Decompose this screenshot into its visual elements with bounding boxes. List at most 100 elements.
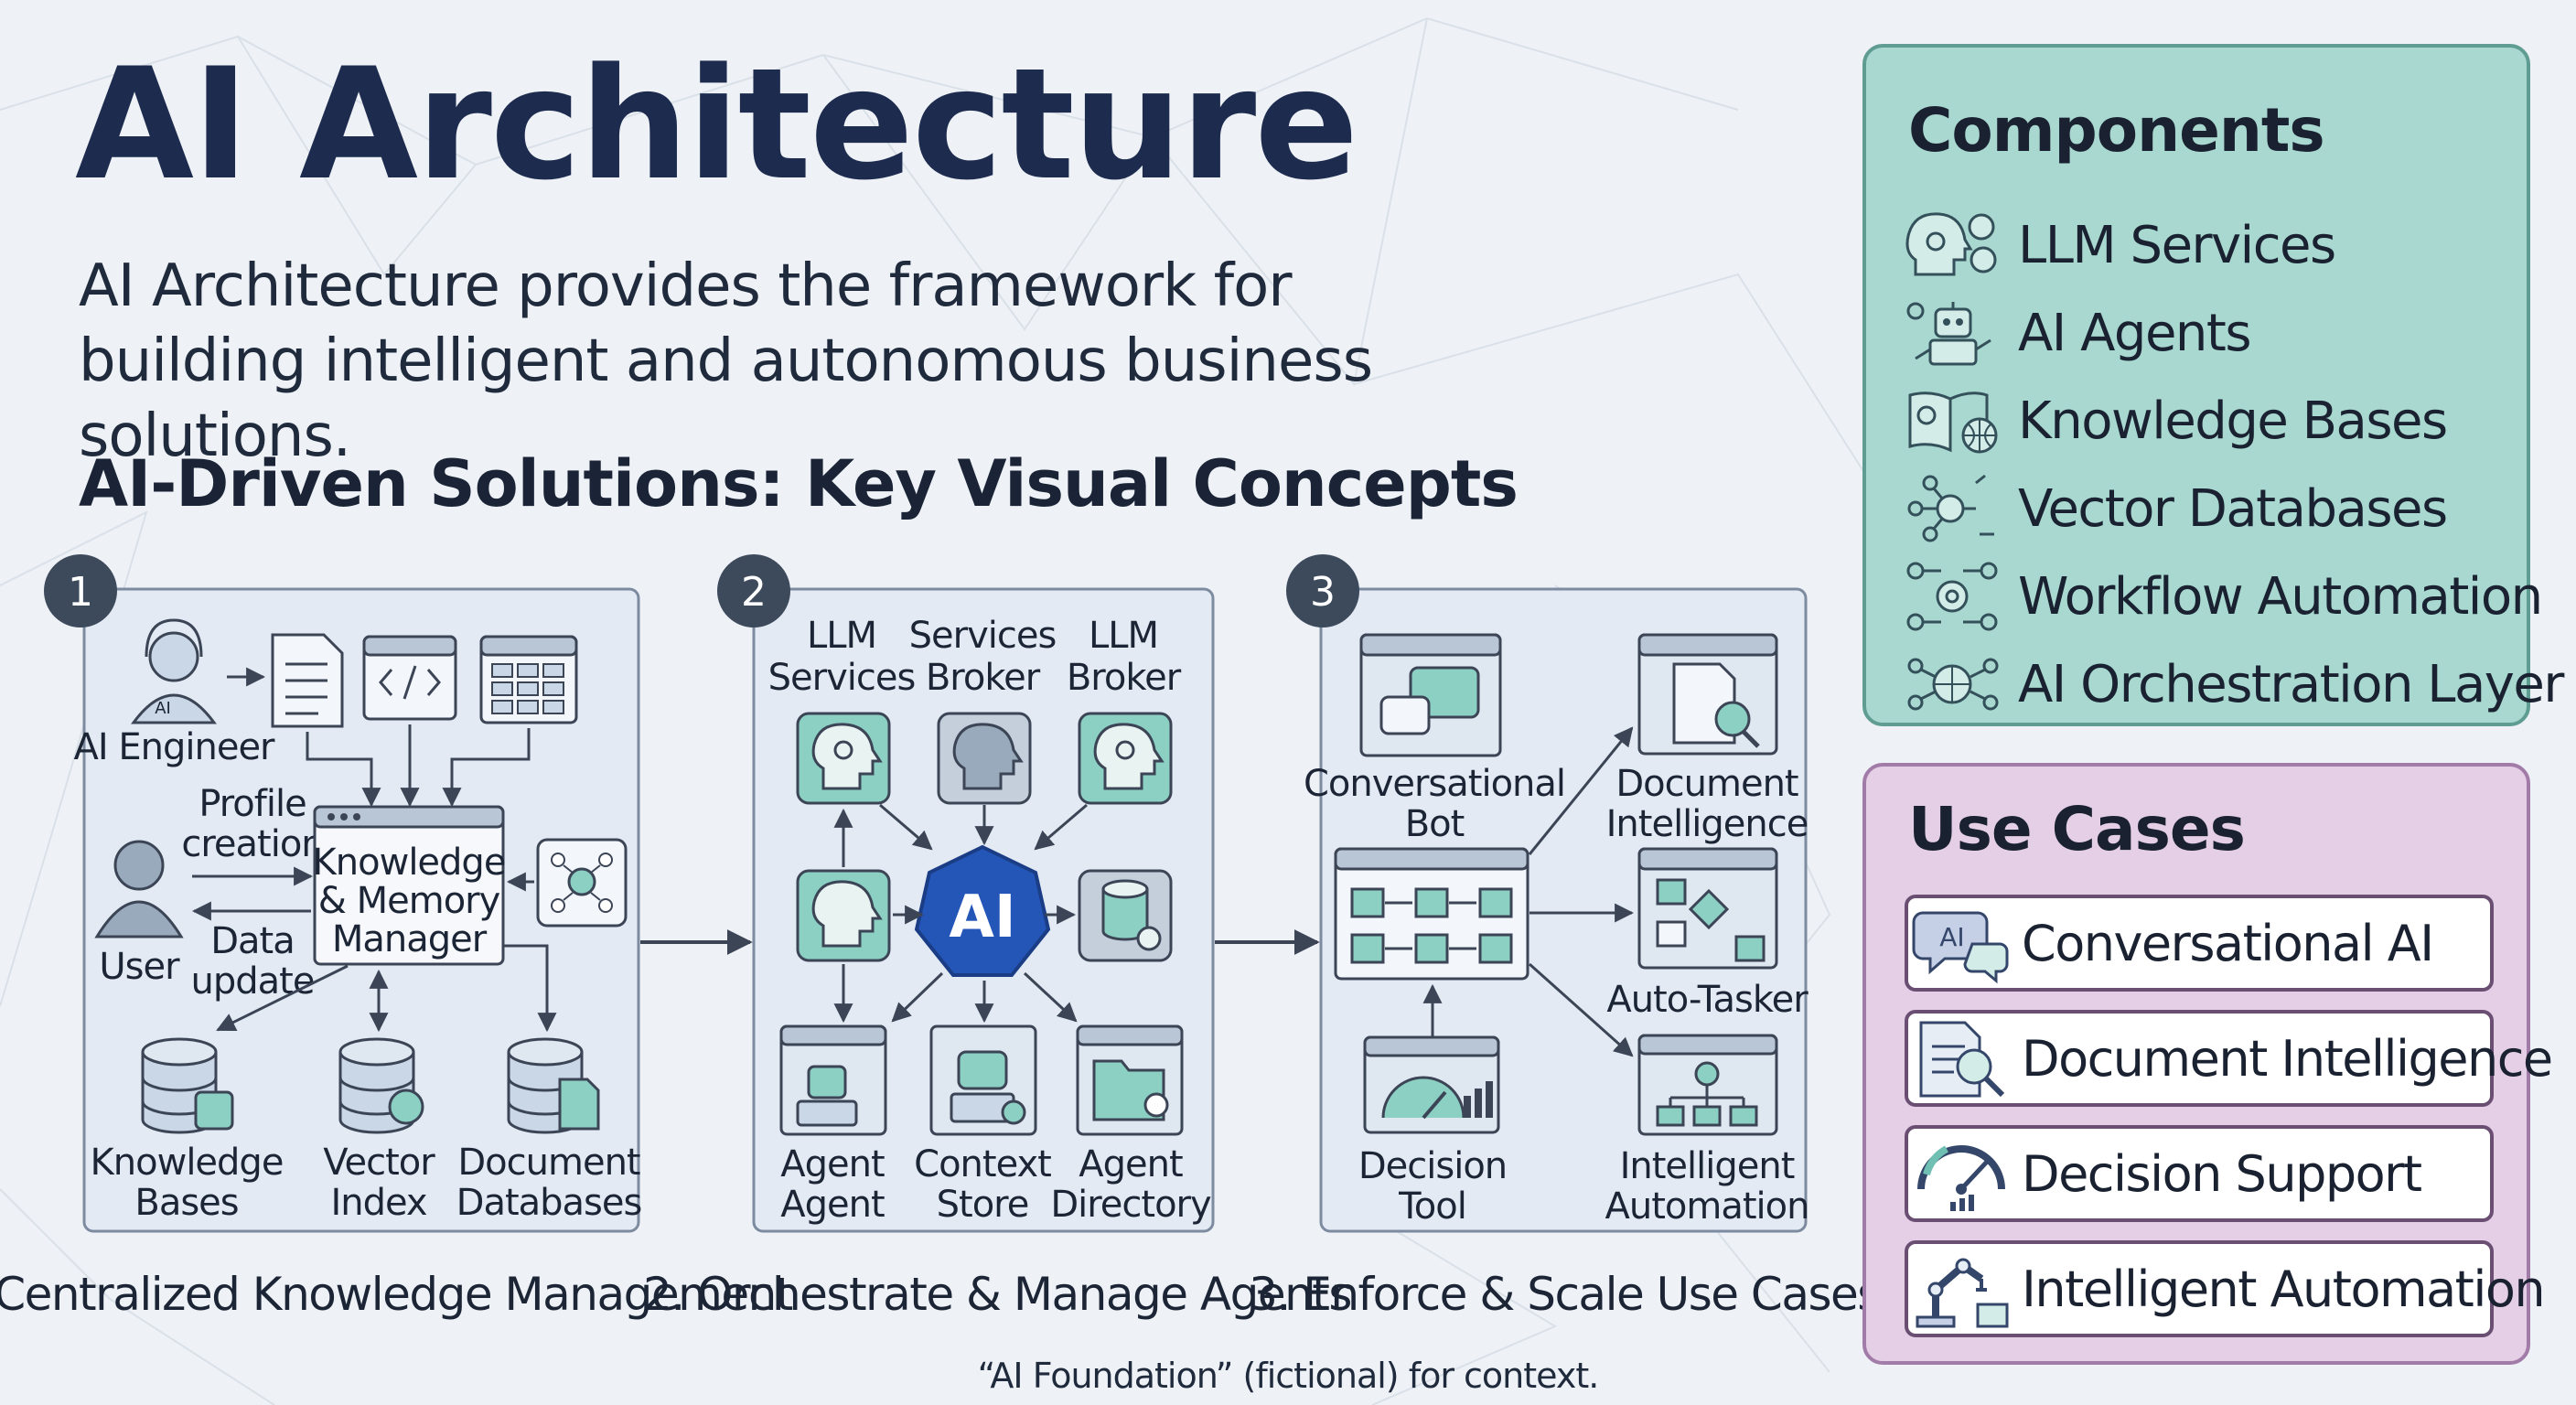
knowledge-bases-label-1: Knowledge	[91, 1142, 284, 1184]
document-search-icon	[1919, 1021, 2005, 1098]
manager-label-1: Knowledge	[313, 842, 506, 884]
stage-1-badge	[44, 554, 117, 627]
llm-broker-tile	[1078, 712, 1173, 805]
context-store-label-1: Context	[914, 1143, 1051, 1185]
context-store-tile	[929, 1024, 1037, 1136]
stage-2-panel: 2 LLM Services Services Broker LLM Broke…	[717, 554, 1215, 1233]
use-case-document-intelligence[interactable]: Document Intelligence	[1905, 1010, 2553, 1107]
use-case-label: Intelligent Automation	[2022, 1260, 2546, 1318]
use-case-label: Decision Support	[2022, 1144, 2422, 1203]
stage-2-badge	[717, 554, 790, 627]
document-icon	[271, 633, 344, 728]
vector-index-icon	[338, 1037, 424, 1134]
llm-broker-label-2: Broker	[1067, 657, 1182, 699]
agent-label-1: Agent	[780, 1143, 885, 1185]
component-label: LLM Services	[2018, 215, 2336, 275]
robot-icon	[1906, 302, 1991, 366]
document-intelligence-label-2: Intelligence	[1606, 803, 1809, 845]
vector-index-label-2: Index	[330, 1182, 426, 1224]
component-label: AI Agents	[2018, 303, 2252, 363]
stage-3-number: 3	[1310, 569, 1336, 616]
stage-3-caption: 3. Enforce & Scale Use Cases	[1249, 1268, 1880, 1321]
component-label: Knowledge Bases	[2018, 391, 2448, 451]
ai-brain-tile	[796, 869, 891, 962]
knowledge-memory-manager	[313, 805, 505, 966]
agent-tile	[779, 1024, 887, 1136]
stage-1-number: 1	[68, 569, 93, 616]
ai-engineer-badge: AI	[155, 699, 171, 718]
auto-tasker-tile	[1637, 847, 1778, 970]
use-cases-panel: Use Cases AI Conversational AI Document …	[1862, 763, 2553, 1365]
data-update-label-2: update	[191, 960, 315, 1003]
document-intelligence-tile	[1637, 633, 1778, 756]
component-knowledge-bases: Knowledge Bases	[1903, 382, 2525, 459]
use-cases-title: Use Cases	[1908, 794, 2246, 864]
services-broker-label-2: Broker	[926, 657, 1041, 699]
profile-creation-label-2: creation	[181, 823, 323, 865]
profile-creation-label-1: Profile	[199, 783, 306, 825]
book-globe-icon	[1908, 391, 1998, 454]
component-label: Workflow Automation	[2018, 566, 2543, 627]
use-case-intelligent-automation[interactable]: Intelligent Automation	[1905, 1240, 2546, 1337]
ai-hub	[914, 844, 1051, 977]
stage-1-panel: 1 AI AI Engineer	[44, 554, 642, 1233]
agent-label-2: Agent	[780, 1184, 885, 1226]
llm-services-label-1: LLM	[807, 615, 876, 657]
component-ai-orchestration-layer: AI Orchestration Layer	[1903, 646, 2564, 723]
data-update-label-1: Data	[210, 920, 295, 962]
robot-arm-icon	[1916, 1258, 2009, 1328]
user-icon	[94, 840, 184, 938]
knowledge-bases-label-2: Bases	[134, 1182, 238, 1224]
components-title: Components	[1908, 95, 2325, 166]
intelligent-automation-label-2: Automation	[1605, 1185, 1809, 1228]
agent-directory-tile	[1076, 1024, 1184, 1136]
brain-gears-icon	[1905, 212, 1997, 276]
services-broker-tile	[937, 712, 1032, 805]
component-llm-services: LLM Services	[1903, 207, 2525, 284]
manager-label-2: & Memory	[318, 880, 500, 922]
workflow-tile	[1334, 847, 1530, 981]
vector-index-label-1: Vector	[323, 1142, 435, 1184]
component-label: Vector Databases	[2018, 478, 2448, 539]
workflow-gear-icon	[1906, 562, 1998, 631]
component-ai-agents: AI Agents	[1903, 295, 2525, 371]
table-window-icon	[479, 635, 578, 724]
conversational-bot-tile	[1359, 633, 1502, 757]
decision-tool-label-2: Tool	[1398, 1185, 1466, 1228]
document-databases-label-1: Document	[457, 1142, 640, 1184]
stage-3-panel: 3 Conversational Bot Document Intelligen…	[1286, 554, 1809, 1233]
context-store-label-2: Store	[937, 1184, 1029, 1226]
footnote: “AI Foundation” (fictional) for context.	[977, 1356, 1600, 1396]
components-panel: Components LLM Services AI Agents	[1862, 44, 2564, 726]
document-databases-label-2: Databases	[456, 1182, 642, 1224]
intelligent-automation-tile	[1637, 1034, 1778, 1136]
intelligent-automation-label-1: Intelligent	[1620, 1145, 1795, 1187]
component-workflow-automation: Workflow Automation	[1903, 558, 2543, 635]
stage-2-number: 2	[741, 569, 767, 616]
knowledge-bases-icon	[141, 1037, 234, 1134]
component-vector-databases: Vector Databases	[1903, 470, 2525, 547]
llm-services-label-2: Services	[768, 657, 916, 699]
user-label: User	[99, 946, 180, 988]
vector-nodes-icon	[1907, 474, 1994, 542]
page-title: AI Architecture	[75, 35, 1358, 214]
llm-broker-label-1: LLM	[1089, 615, 1158, 657]
chat-bubble-icon: AI	[1912, 911, 2009, 984]
manager-label-3: Manager	[332, 918, 488, 960]
section-heading: AI-Driven Solutions: Key Visual Concepts	[79, 446, 1519, 521]
use-case-conversational-ai[interactable]: AI Conversational AI	[1905, 895, 2494, 992]
services-broker-label-1: Services	[909, 615, 1057, 657]
use-case-label: Conversational AI	[2022, 914, 2434, 972]
component-label: AI Orchestration Layer	[2018, 654, 2564, 714]
auto-tasker-label: Auto-Tasker	[1606, 979, 1809, 1021]
llm-services-tile	[796, 712, 891, 805]
decision-tool-label-1: Decision	[1358, 1145, 1507, 1187]
database-gear-tile	[1078, 869, 1173, 962]
document-databases-icon	[507, 1037, 600, 1134]
stage-3-badge	[1286, 554, 1359, 627]
use-case-decision-support[interactable]: Decision Support	[1905, 1125, 2494, 1222]
decision-tool-tile	[1363, 1035, 1500, 1134]
network-node-icon	[536, 838, 628, 928]
